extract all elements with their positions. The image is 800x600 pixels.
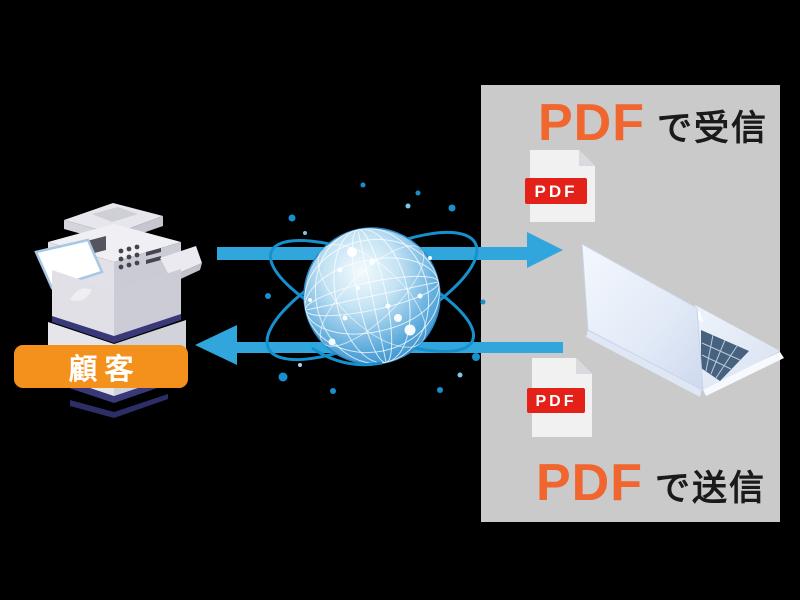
pdf-file-icon: PDF	[525, 150, 595, 222]
send-heading: PDF で送信	[536, 453, 766, 513]
pdf-badge	[527, 388, 585, 413]
pdf-badge	[525, 178, 587, 204]
laptop-lid	[581, 243, 704, 391]
globe-orbit-front-arc	[311, 346, 383, 367]
customer-label-text: 顧客	[68, 353, 141, 386]
globe-node-dots	[308, 247, 432, 346]
receive-heading-text: で受信	[657, 109, 769, 148]
pdf-file-icon: PDF	[527, 358, 592, 437]
laptop-icon	[581, 243, 784, 397]
send-heading-pdf: PDF	[536, 454, 643, 512]
laptop-keyboard	[701, 330, 749, 381]
customer-label: 顧客	[14, 345, 188, 388]
keypad-buttons	[118, 244, 161, 270]
receive-heading-pdf: PDF	[538, 94, 645, 152]
pdf-badge-label: PDF	[536, 393, 577, 410]
send-heading-text: で送信	[655, 469, 767, 508]
globe-orbit-dots	[265, 182, 486, 394]
internet-globe-icon	[265, 182, 486, 394]
receive-heading: PDF で受信	[538, 93, 768, 153]
pdf-badge-label: PDF	[535, 182, 578, 201]
